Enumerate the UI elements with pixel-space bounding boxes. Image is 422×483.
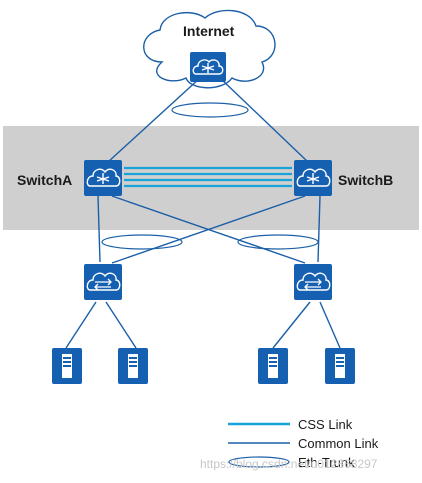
link-accessleft-server1 [65,301,97,349]
core-switch-icon [294,160,332,196]
common-links [65,77,341,349]
legend-css-link-label: CSS Link [298,417,353,432]
access-switch-icon [294,264,332,300]
legend-common-link-label: Common Link [298,436,379,451]
eth-trunk-right [237,234,319,250]
link-switchb-access-left [111,195,306,264]
access-switch-icon [84,264,122,300]
server-icon [118,348,148,384]
link-switcha-access-left [97,195,101,263]
core-layer-band [3,126,419,230]
link-accessright-server4 [319,301,341,349]
link-switchb-access-right [317,195,321,263]
eth-trunks [101,102,319,250]
server-icon [325,348,355,384]
router-icon [190,52,226,82]
link-internet-switcha [107,77,201,163]
legend-eth-trunk-swatch [228,456,290,468]
eth-trunk-top [171,102,249,118]
css-links [124,166,292,188]
switchb-label: SwitchB [338,172,393,188]
watermark: https://blog.csdn.net/u012868297 [200,457,378,471]
server-icon [258,348,288,384]
legend: CSS Link Common Link Eth-Trunk [228,417,379,470]
link-internet-switchb [219,77,309,163]
link-accessright-server3 [272,301,311,349]
link-accessleft-server2 [105,301,137,349]
internet-cloud [143,9,276,89]
internet-label: Internet [183,23,235,39]
server-icon [52,348,82,384]
legend-eth-trunk-label: Eth-Trunk [298,455,355,470]
core-switch-icon [84,160,122,196]
switcha-label: SwitchA [17,172,72,188]
eth-trunk-left [101,234,183,250]
